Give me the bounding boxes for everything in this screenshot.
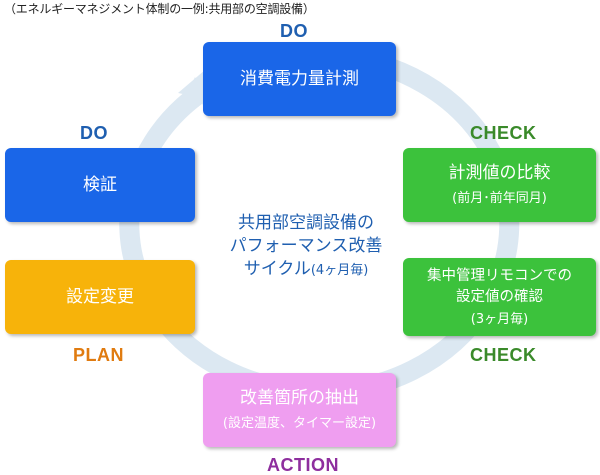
center-label-line1: 共用部空調設備の: [238, 213, 374, 233]
center-label-line3-small: (4ヶ月毎): [310, 263, 369, 278]
step-compare-subtitle: (前月･前年同月): [452, 191, 547, 206]
step-box-confirm: 集中管理リモコンでの 設定値の確認 (3ヶ月毎): [403, 258, 596, 336]
step-box-extract: 改善箇所の抽出 (設定温度、タイマー設定): [203, 373, 396, 447]
step-compare-title: 計測値の比較: [448, 163, 551, 183]
step-extract-title: 改善箇所の抽出: [240, 388, 359, 408]
step-confirm-title-line1: 集中管理リモコンでの: [427, 267, 572, 284]
phase-label-action: ACTION: [267, 455, 339, 475]
step-box-measure: 消費電力量計測: [203, 42, 396, 116]
center-label-line3: サイクル(4ヶ月毎): [200, 258, 412, 282]
step-box-setting: 設定変更: [5, 260, 195, 334]
step-confirm-subtitle: (3ヶ月毎): [470, 311, 529, 327]
center-label-line3-main: サイクル: [243, 259, 311, 279]
step-measure-title: 消費電力量計測: [240, 69, 359, 89]
cycle-center-label: 共用部空調設備の パフォーマンス改善 サイクル(4ヶ月毎): [200, 212, 412, 282]
step-confirm-title-line2: 設定値の確認: [456, 288, 543, 305]
step-verify-title: 検証: [83, 175, 117, 195]
center-label-line2: パフォーマンス改善: [229, 236, 383, 256]
cycle-ring-arc: [119, 45, 520, 402]
step-setting-title: 設定変更: [66, 287, 134, 307]
cycle-arrow-head: [183, 77, 209, 118]
phase-label-do-top: DO: [280, 21, 308, 41]
phase-label-check-lower: CHECK: [470, 345, 537, 365]
step-box-compare: 計測値の比較 (前月･前年同月): [403, 148, 596, 222]
phase-label-do-left: DO: [80, 123, 108, 143]
phase-label-plan: PLAN: [73, 345, 124, 365]
phase-label-check-upper: CHECK: [470, 123, 537, 143]
diagram-caption: （エネルギーマネジメント体制の一例:共用部の空調設備）: [4, 2, 315, 16]
step-box-verify: 検証: [5, 148, 195, 222]
step-extract-subtitle: (設定温度、タイマー設定): [222, 416, 377, 431]
